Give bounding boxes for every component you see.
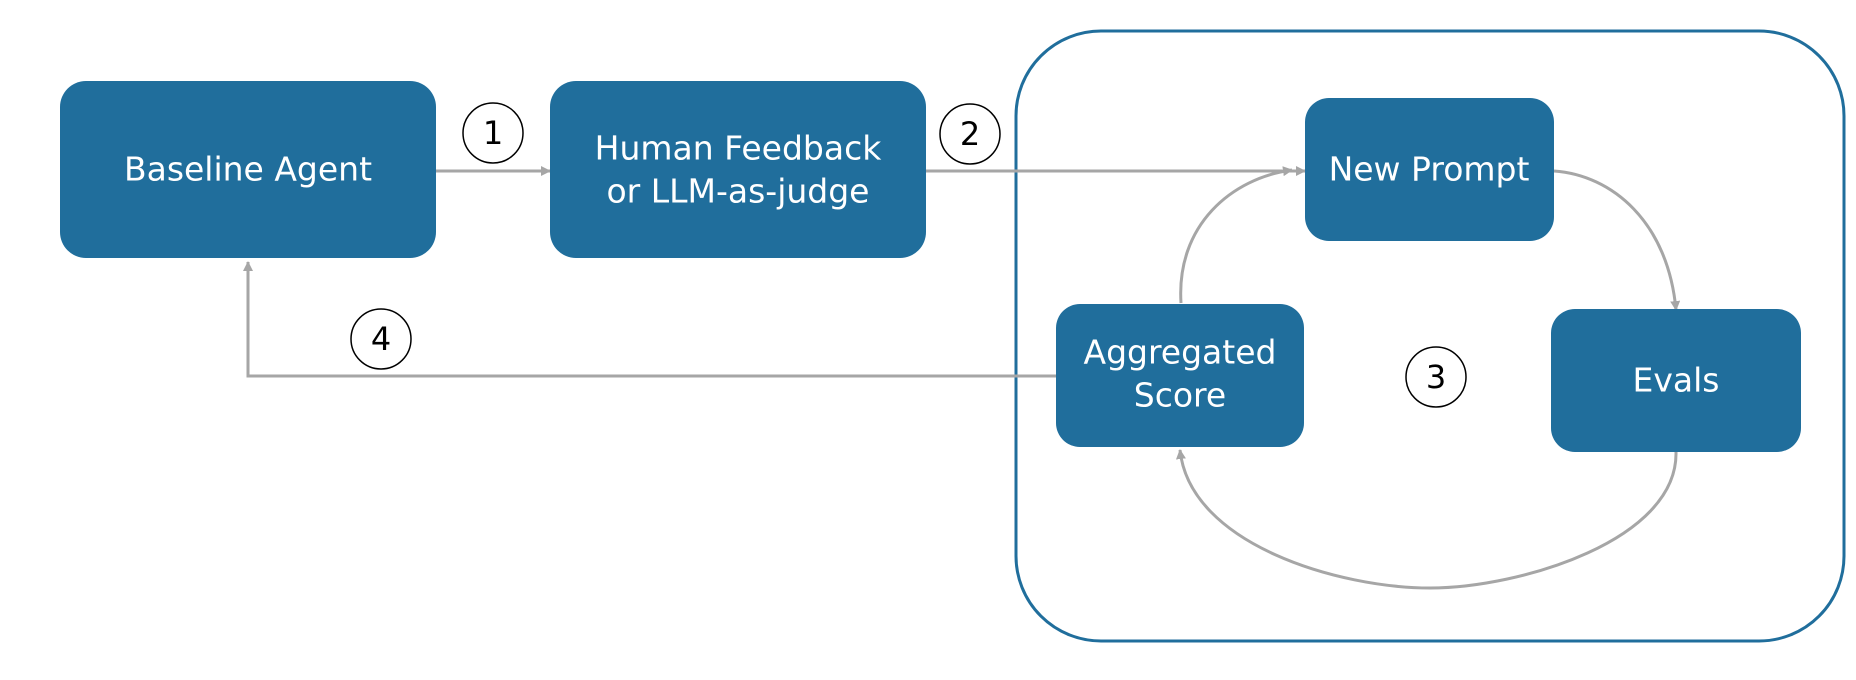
step-marker-4-label: 4 bbox=[371, 320, 391, 358]
optimization-loop-frame bbox=[1014, 29, 1846, 643]
node-aggregated-score: Aggregated Score bbox=[1056, 304, 1304, 447]
node-evals: Evals bbox=[1551, 309, 1801, 452]
step-marker-1-label: 1 bbox=[483, 114, 503, 152]
step-marker-2: 2 bbox=[939, 103, 1001, 165]
node-feedback-label-line-2: or LLM-as-judge bbox=[606, 172, 869, 211]
step-marker-2-label: 2 bbox=[960, 115, 980, 153]
arrow-aggregated-score-to-new-prompt bbox=[1179, 166, 1293, 304]
node-new-prompt-label: New Prompt bbox=[1329, 150, 1530, 189]
node-aggregated-score-label-line-1: Aggregated bbox=[1084, 333, 1277, 372]
node-baseline-agent-label: Baseline Agent bbox=[124, 150, 372, 189]
step-marker-1: 1 bbox=[462, 102, 524, 164]
node-evals-label: Evals bbox=[1633, 361, 1720, 400]
node-new-prompt: New Prompt bbox=[1305, 98, 1554, 241]
arrow-aggregated-score-to-baseline bbox=[243, 261, 1056, 378]
step-marker-3-label: 3 bbox=[1426, 358, 1446, 396]
node-baseline-agent: Baseline Agent bbox=[60, 81, 436, 258]
arrow-evals-to-aggregated-score bbox=[1175, 449, 1678, 590]
node-feedback: Human Feedback or LLM-as-judge bbox=[550, 81, 926, 258]
arrow-new-prompt-to-evals bbox=[1553, 169, 1681, 311]
step-marker-4: 4 bbox=[350, 308, 412, 370]
node-feedback-label-line-1: Human Feedback bbox=[595, 129, 883, 168]
step-marker-3: 3 bbox=[1405, 346, 1467, 408]
node-aggregated-score-label-line-2: Score bbox=[1134, 376, 1226, 415]
